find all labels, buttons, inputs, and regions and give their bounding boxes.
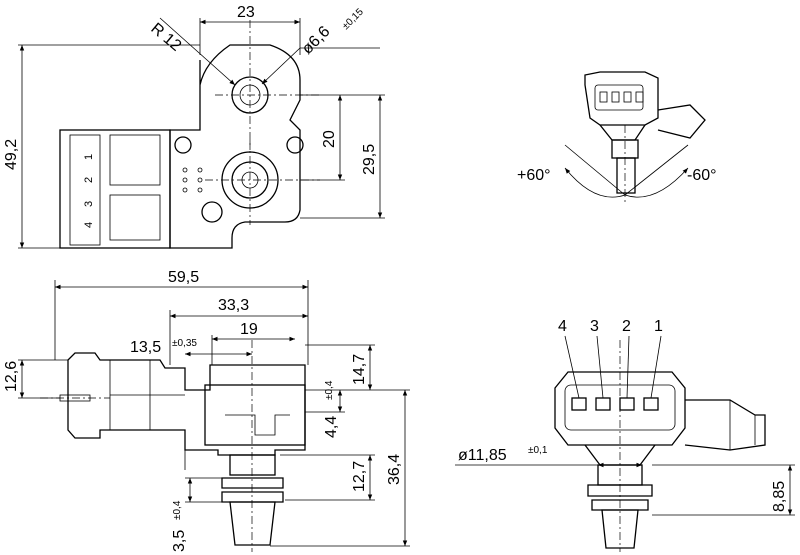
front-pin-3	[595, 397, 611, 411]
housing-neck	[599, 124, 646, 141]
dim-13-5: 13,5	[130, 339, 161, 356]
dim-13-5-tol: ±0,35	[172, 338, 197, 349]
pin-dot	[182, 187, 188, 193]
pin-slot	[599, 91, 608, 103]
front-oring-bottom	[591, 499, 649, 511]
pin-dot	[197, 177, 203, 183]
dim-59-5: 59,5	[168, 269, 199, 286]
screw-bottom	[201, 201, 223, 223]
dim-hole-diameter: ø6,6	[299, 23, 334, 58]
mount-tab	[657, 104, 706, 139]
front-view: 4 3 2 1 ø11,85 ±0,1 8,85	[455, 318, 795, 552]
dim-12-7: 12,7	[351, 461, 368, 492]
dim-19: 19	[240, 321, 258, 338]
front-mount-tab	[684, 399, 766, 451]
dim-20: 20	[321, 130, 338, 148]
side-cutout	[225, 414, 290, 436]
side-housing	[204, 384, 306, 446]
leader-hole	[261, 47, 301, 85]
dim-23: 23	[237, 4, 255, 21]
pin-slot	[623, 91, 632, 103]
dim-4-4-tol: ±0,4	[324, 380, 335, 400]
front-tab-edges	[729, 400, 756, 450]
dim-11-85-tol: ±0,1	[528, 445, 548, 456]
connector-housing	[584, 71, 659, 126]
leader-r12	[159, 17, 236, 86]
dim-29-5: 29,5	[361, 144, 378, 175]
pin-dot	[182, 177, 188, 183]
dim-3-5-tol: ±0,4	[172, 500, 183, 520]
front-pin-label-1: 1	[654, 318, 663, 335]
side-oring-bottom	[221, 491, 284, 503]
dim-3-5: 3,5	[171, 530, 188, 552]
pin-label-3: 3	[83, 201, 95, 207]
dim-33-3: 33,3	[218, 297, 249, 314]
front-pin-label-3: 3	[590, 318, 599, 335]
connector-rib-top	[109, 134, 161, 186]
pin-dot	[197, 167, 203, 173]
arc-left	[564, 167, 626, 198]
sensor-nozzle	[616, 157, 636, 194]
connector-rib-bottom	[109, 194, 161, 241]
dim-8-85: 8,85	[771, 481, 788, 512]
front-nozzle	[601, 509, 639, 549]
dim-49-2: 49,2	[3, 139, 20, 170]
top-view: 1 2 3 4 23 R 12 ø6,6 ±0,15 49,2 20 29,5	[3, 4, 385, 249]
dim-4-4: 4,4	[323, 416, 340, 438]
dim-11-85: ø11,85	[458, 447, 507, 464]
side-view: 59,5 33,3 19 13,5 ±0,35 12,6 14,7 4,4 ±0…	[3, 269, 410, 552]
dim-r12: R 12	[147, 20, 184, 55]
rotation-view: +60° -60°	[517, 71, 717, 205]
dim-12-6: 12,6	[3, 361, 20, 392]
front-connector-housing	[554, 371, 686, 446]
front-pin-4	[571, 397, 587, 411]
front-pin-2	[619, 397, 635, 411]
pin-label-4: 4	[83, 222, 95, 228]
pin-slot	[611, 91, 620, 103]
dim-14-7: 14,7	[351, 354, 368, 385]
angle-right: -60°	[687, 167, 717, 184]
screw-right-top	[286, 136, 304, 154]
pin-label-2: 2	[83, 177, 95, 183]
front-oring-top	[587, 484, 653, 497]
front-pin-label-2: 2	[622, 318, 631, 335]
pin-dot	[182, 167, 188, 173]
dim-36-4: 36,4	[386, 454, 403, 485]
side-nozzle	[229, 501, 276, 546]
screw-left-top	[174, 136, 192, 154]
side-collar	[229, 454, 276, 476]
side-body	[67, 352, 306, 456]
side-oring-top	[221, 477, 284, 489]
pin-slot	[635, 91, 644, 103]
pin-label-1: 1	[83, 154, 95, 160]
connector-face	[69, 134, 101, 246]
front-pin-1	[643, 397, 659, 411]
arc-right	[624, 167, 689, 198]
front-pin-label-4: 4	[558, 318, 567, 335]
dim-hole-tol: ±0,15	[340, 6, 366, 32]
angle-left: +60°	[517, 167, 551, 184]
connector-body	[59, 129, 171, 249]
pin-dot	[197, 187, 203, 193]
flange-outline	[169, 44, 301, 249]
